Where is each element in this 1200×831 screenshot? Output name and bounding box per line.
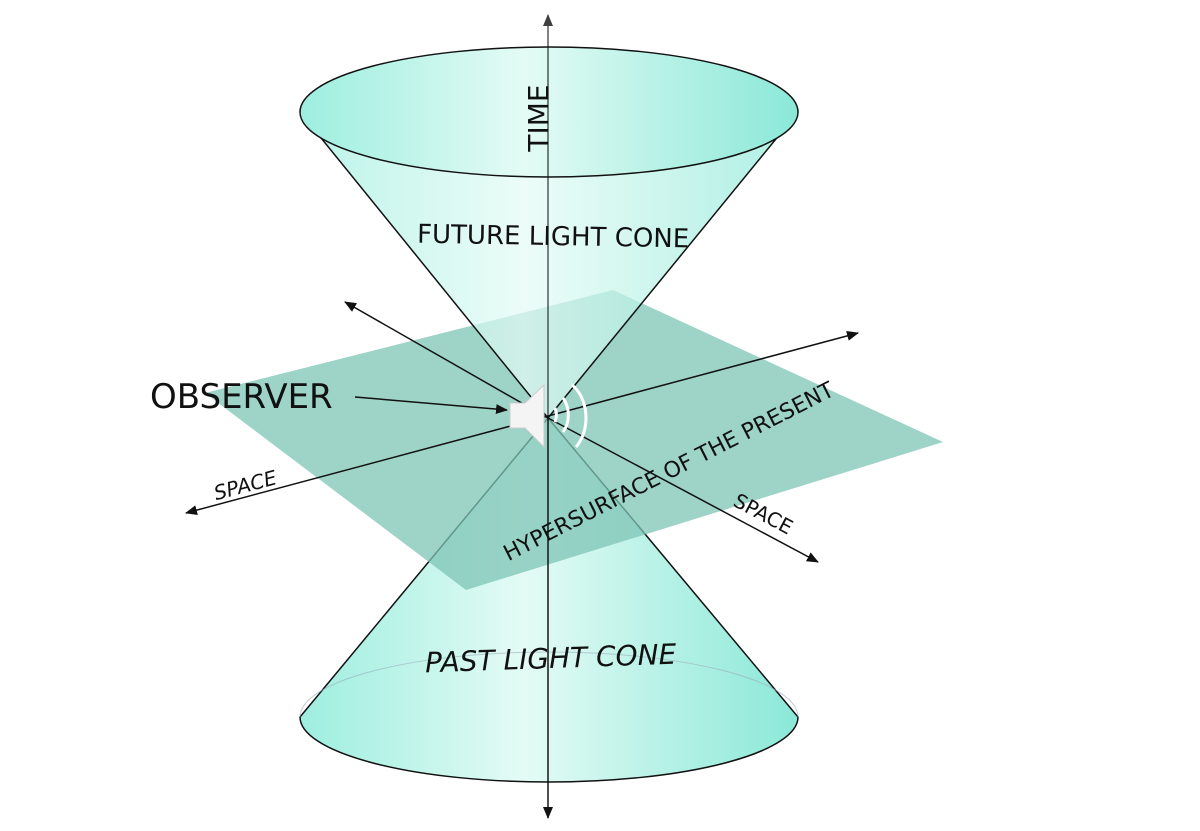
space-axis-b-end — [547, 331, 859, 417]
space-axis-b — [185, 415, 549, 515]
hypersurface-plane — [205, 290, 943, 590]
speaker-icon — [509, 383, 588, 449]
observer-arrow — [354, 396, 508, 415]
observer-label: OBSERVER — [150, 377, 333, 417]
future-light-cone — [299, 46, 799, 419]
space-left-label: SPACE — [211, 465, 279, 505]
future-cone-label: FUTURE LIGHT CONE — [417, 220, 690, 255]
space-axis-a — [344, 301, 549, 419]
space-axis-a-end — [547, 417, 819, 563]
time-label: TIME — [522, 84, 555, 152]
past-light-cone — [299, 416, 799, 783]
